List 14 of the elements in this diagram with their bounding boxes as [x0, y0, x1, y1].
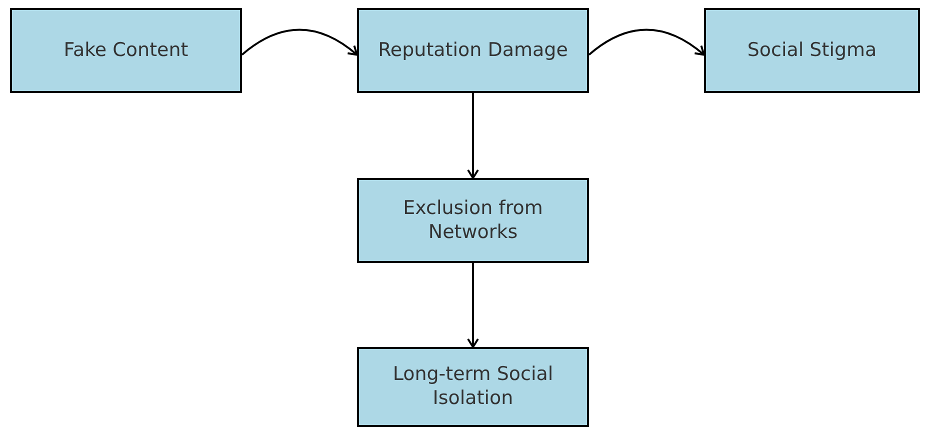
box-label: Exclusion from Networks	[402, 196, 544, 244]
arrow	[241, 28, 358, 56]
arrow	[467, 263, 479, 348]
process-box	[704, 8, 920, 93]
process-box	[357, 8, 589, 93]
box-label: Social Stigma	[746, 38, 878, 62]
process-box	[357, 178, 589, 263]
box-label: Long-term Social Isolation	[392, 363, 554, 411]
process-box	[10, 8, 242, 93]
arrow	[588, 28, 705, 56]
process-box	[357, 347, 589, 427]
box-label: Fake Content	[62, 38, 190, 62]
box-label: Reputation Damage	[377, 38, 569, 62]
arrow	[467, 93, 479, 179]
